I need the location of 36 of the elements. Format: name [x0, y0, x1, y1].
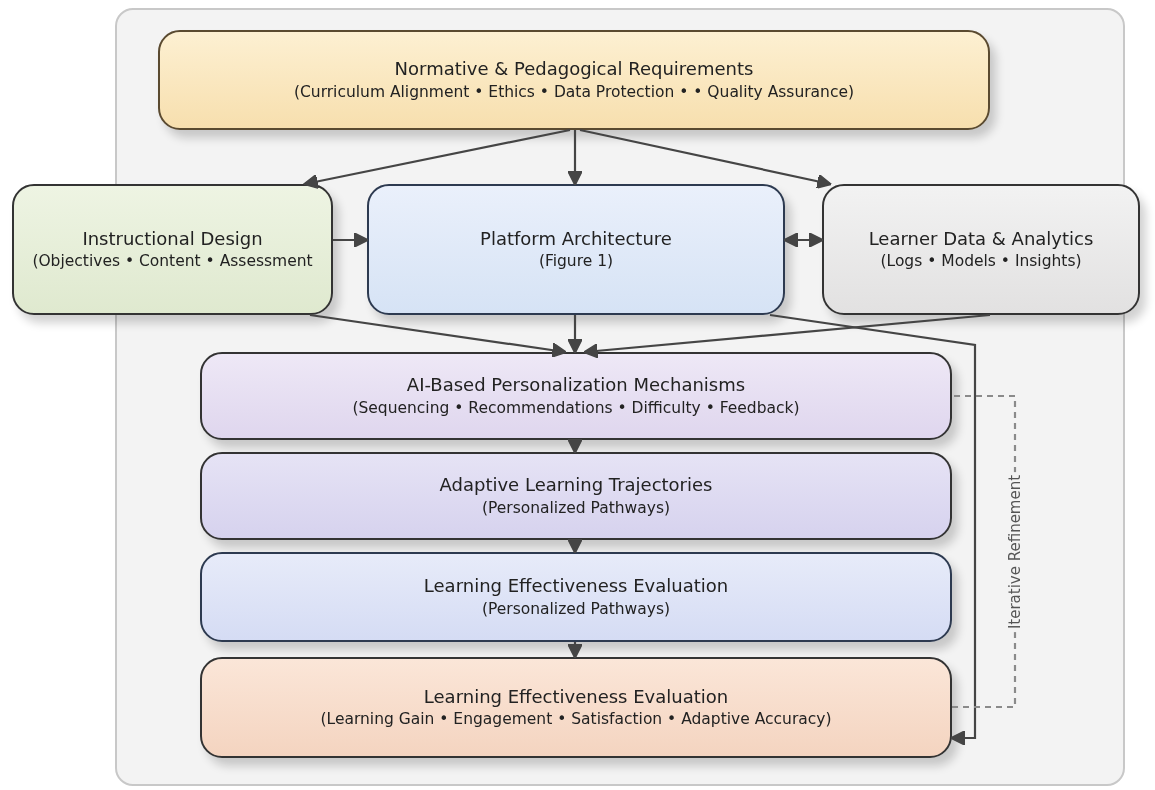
arrow: [567, 315, 583, 355]
box-subtitle: (Sequencing • Recommendations • Difficulty • Feedback): [352, 397, 800, 419]
box-subtitle: (Learning Gain • Engagement • Satisfaction • Adaptive Accuracy): [320, 709, 832, 731]
process-box: [200, 352, 952, 440]
box-title: Normative & Pedagogical Requirements: [394, 57, 754, 82]
box-title: AI-Based Personalization Mechanisms: [406, 373, 746, 398]
process-box: [367, 184, 785, 315]
box-title: Instructional Design: [82, 226, 263, 251]
box-subtitle: (Logs • Models • Insights): [880, 251, 1082, 273]
box-subtitle: (Figure 1): [538, 251, 614, 273]
arrow: [567, 538, 583, 555]
box-subtitle: (Personalized Pathways): [481, 497, 671, 519]
arrow: [333, 232, 370, 248]
box-title: Learning Effectiveness Evaluation: [423, 684, 729, 709]
process-box: [200, 552, 952, 642]
arrow: [579, 128, 833, 189]
arrow: [302, 128, 571, 190]
arrow: [769, 313, 977, 746]
box-title: Platform Architecture: [480, 226, 672, 251]
box-subtitle: (Personalized Pathways): [481, 598, 671, 620]
arrow: [567, 438, 583, 455]
process-box: [200, 657, 952, 758]
box-title: Learner Data & Analytics: [868, 226, 1094, 251]
box-title: Learning Effectiveness Evaluation: [423, 574, 729, 599]
arrow: [782, 232, 825, 248]
box-subtitle: (Objectives • Content • Assessment: [32, 251, 313, 273]
arrow: [567, 130, 583, 187]
box-subtitle: (Curriculum Alignment • Ethics • Data Protection • • Quality Assurance): [293, 81, 855, 103]
process-box: [822, 184, 1140, 315]
process-box: [200, 452, 952, 540]
arrow: [567, 642, 583, 660]
process-box: [12, 184, 333, 315]
arrow: [582, 313, 991, 359]
box-title: Adaptive Learning Trajectories: [439, 473, 713, 498]
arrow: [309, 313, 568, 358]
process-box: [158, 30, 990, 130]
